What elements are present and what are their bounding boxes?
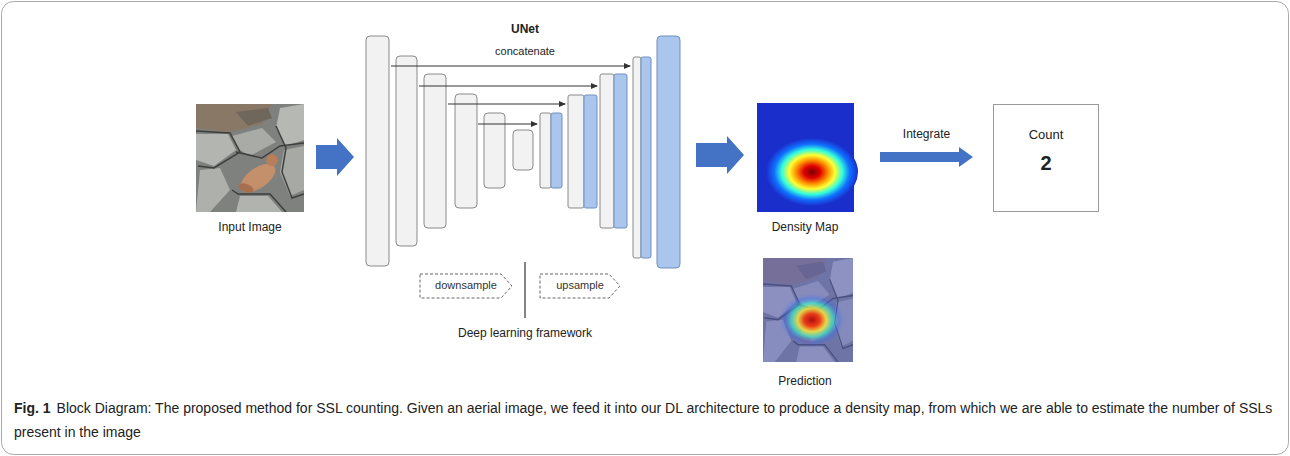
rock-ground (196, 104, 304, 212)
rock-slab (276, 104, 304, 146)
image-label: Density Map (772, 220, 839, 234)
image-node: Prediction (750, 254, 860, 394)
rock-slab (196, 134, 236, 166)
prediction-heat (780, 294, 844, 346)
annotation-label: concatenate (495, 44, 555, 58)
prediction-image (763, 258, 853, 362)
skip-features (568, 95, 584, 208)
decoder-layer (584, 95, 597, 208)
rock-slab (280, 146, 304, 196)
dashed-arrow-shape (540, 274, 620, 298)
water (236, 108, 272, 126)
count-box: Count 2 (993, 104, 1099, 212)
encoder-layer (366, 36, 389, 266)
box-title: Count (1029, 127, 1064, 143)
divider-line (524, 262, 525, 318)
skip-arrow (478, 124, 537, 125)
decoder-layer (614, 74, 627, 228)
skip-arrow (419, 86, 597, 87)
step-arrow-box: upsample (539, 273, 621, 299)
sea-lion-flipper (237, 182, 255, 195)
rock-slab (236, 196, 282, 212)
step-arrow-box: downsample (419, 273, 513, 299)
network-label: Deep learning framework (458, 326, 592, 340)
skip-arrow (448, 104, 565, 105)
rock-crack (232, 190, 286, 212)
rock-crack (276, 126, 304, 198)
block-arrow (696, 136, 744, 174)
rock-slab (232, 128, 276, 156)
rock-slab (196, 168, 230, 212)
rock-crack (196, 131, 240, 168)
image-label: Prediction (778, 374, 831, 388)
density-map (757, 103, 858, 212)
encoder-layer (455, 94, 477, 208)
sea-lion-head (266, 154, 278, 166)
skip-features (600, 74, 614, 228)
image-label: Input Image (218, 220, 281, 234)
step-label: downsample (435, 279, 497, 292)
block-arrow (316, 138, 354, 176)
prediction-photo (763, 258, 853, 362)
puddle (196, 104, 272, 132)
figure-number: Fig. 1 (14, 400, 51, 416)
image-node: Input Image (190, 100, 310, 240)
skip-arrow (391, 66, 630, 67)
decoder-layer (551, 113, 562, 188)
density-blob (766, 138, 858, 206)
edge-label: Integrate (903, 127, 950, 141)
aerial-photo (196, 104, 304, 212)
encoder-layer (396, 56, 417, 246)
bottleneck-layer (513, 130, 533, 170)
figure-caption: Block Diagram: The proposed method for S… (14, 400, 1272, 440)
step-label: upsample (556, 279, 604, 292)
count-value: 2 (1040, 151, 1051, 175)
prediction-overlay (763, 258, 853, 362)
image-node: Density Map (750, 100, 860, 240)
caption-block: Fig. 1Block Diagram: The proposed method… (14, 396, 1276, 444)
skip-features (633, 57, 641, 258)
dashed-arrow-shape (420, 274, 512, 298)
encoder-layer (424, 74, 446, 228)
decoder-layer (641, 57, 651, 258)
block-arrow (880, 147, 973, 167)
output-layer (657, 36, 680, 268)
network-title: UNet (511, 22, 539, 36)
unet-layers (366, 36, 680, 318)
skip-features (540, 113, 551, 188)
network-block: UNetDeep learning framework downsample ups… (360, 14, 690, 348)
